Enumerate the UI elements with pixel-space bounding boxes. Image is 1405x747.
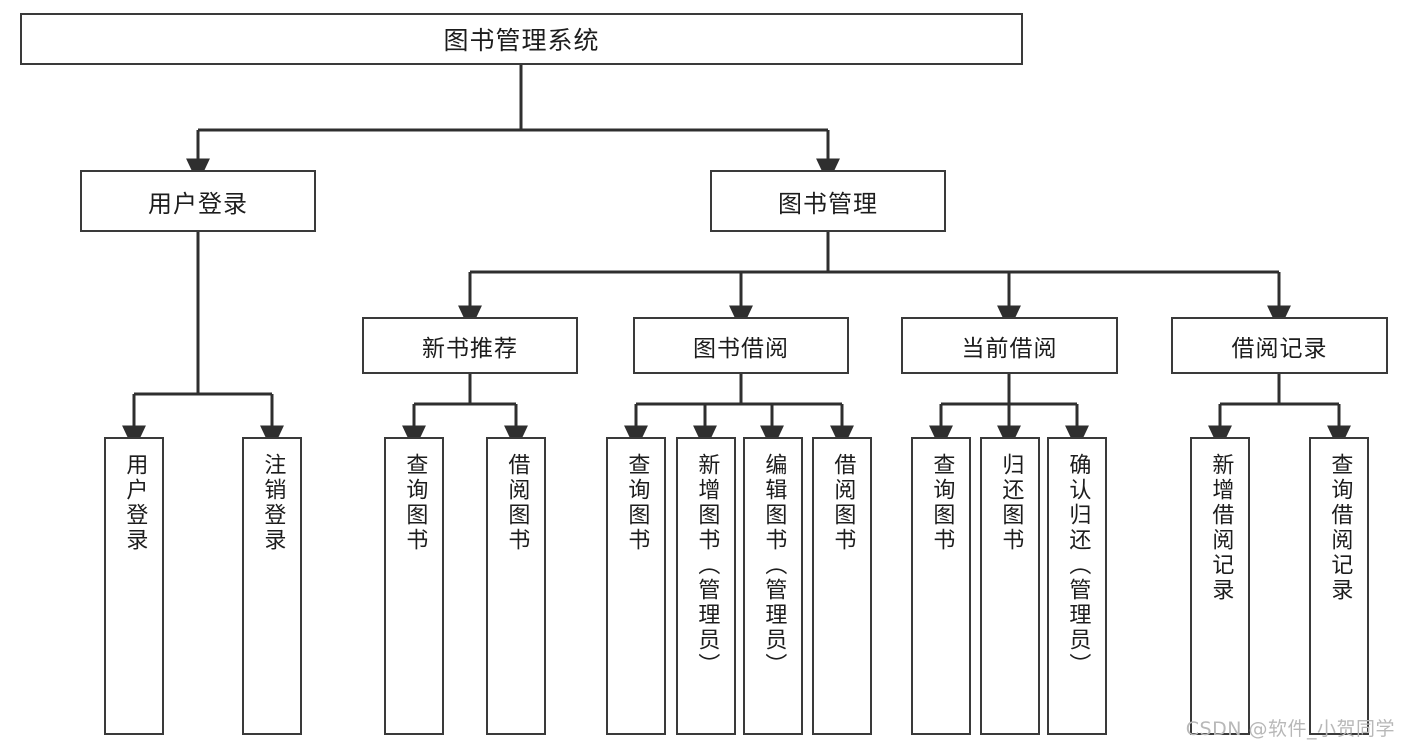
leaf-label: 用户登录 [122,453,148,553]
node-leaf-add-book-admin[interactable]: 新增图书（管理员） [676,437,736,735]
node-leaf-confirm-return-admin[interactable]: 确认归还（管理员） [1047,437,1107,735]
node-current-borrow[interactable]: 当前借阅 [901,317,1118,374]
node-book-borrow[interactable]: 图书借阅 [633,317,849,374]
node-leaf-query-book-recommend[interactable]: 查询图书 [384,437,444,735]
node-leaf-user-login[interactable]: 用户登录 [104,437,164,735]
leaf-label: 借阅图书 [504,453,530,553]
node-root-book-management-system[interactable]: 图书管理系统 [20,13,1023,65]
node-book-management[interactable]: 图书管理 [710,170,946,232]
leaf-label: 查询图书 [624,453,650,553]
leaf-label: 确认归还（管理员） [1065,453,1091,678]
leaf-label: 归还图书 [998,453,1024,553]
node-leaf-return-book[interactable]: 归还图书 [980,437,1040,735]
leaf-label: 新增图书（管理员） [694,453,720,678]
leaf-label: 借阅图书 [830,453,856,553]
node-leaf-query-borrow-record[interactable]: 查询借阅记录 [1309,437,1369,735]
node-leaf-query-book-borrow[interactable]: 查询图书 [606,437,666,735]
node-new-book-recommend[interactable]: 新书推荐 [362,317,578,374]
leaf-label: 编辑图书（管理员） [761,453,787,678]
node-leaf-borrow-book-recommend[interactable]: 借阅图书 [486,437,546,735]
node-leaf-user-logout[interactable]: 注销登录 [242,437,302,735]
leaf-label: 查询图书 [402,453,428,553]
node-leaf-edit-book-admin[interactable]: 编辑图书（管理员） [743,437,803,735]
node-leaf-add-borrow-record[interactable]: 新增借阅记录 [1190,437,1250,735]
leaf-label: 新增借阅记录 [1208,453,1234,603]
node-leaf-borrow-book[interactable]: 借阅图书 [812,437,872,735]
csdn-watermark: CSDN @软件_小贺同学 [1185,718,1395,740]
leaf-label: 注销登录 [260,453,286,553]
node-leaf-query-book-current[interactable]: 查询图书 [911,437,971,735]
node-borrow-record[interactable]: 借阅记录 [1171,317,1388,374]
node-user-login[interactable]: 用户登录 [80,170,316,232]
leaf-label: 查询图书 [929,453,955,553]
leaf-label: 查询借阅记录 [1327,453,1353,603]
